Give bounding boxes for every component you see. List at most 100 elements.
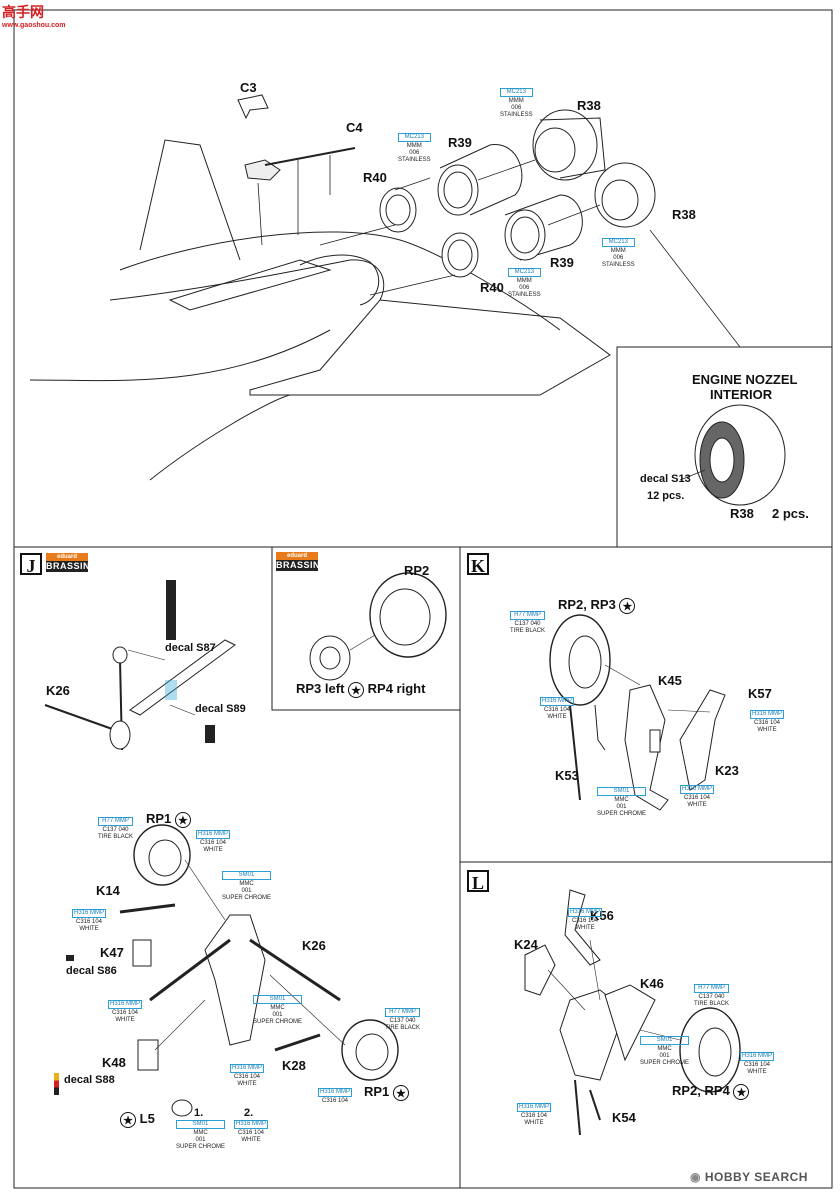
label-k46: K46 <box>640 976 664 991</box>
step-1: 1. <box>194 1107 204 1119</box>
paint-brand: MMM <box>508 98 524 104</box>
paint-number: C316 104 <box>233 1074 261 1080</box>
paint-white-lower-c: H316 MMP C316 104 WHITE <box>108 1000 143 1024</box>
watermark-url: www.gaoshou.com <box>2 22 66 29</box>
paint-code: SM01 <box>253 995 303 1004</box>
paint-number: 001 <box>272 1012 283 1018</box>
brassin-top: eduard <box>46 553 88 561</box>
paint-brand: MMC <box>657 1046 672 1052</box>
star-icon: ★ <box>392 1084 409 1101</box>
label-k24: K24 <box>514 937 538 952</box>
paint-code: H316 MMP <box>72 909 107 918</box>
paint-chrome-k: SM01 MMC 001 SUPER CHROME <box>597 787 647 818</box>
label-decal-s86: decal S86 <box>66 965 117 977</box>
paint-white-k2: H316 MMP C316 104 WHITE <box>750 710 785 734</box>
paint-code: H316 MMP <box>750 710 785 719</box>
paint-name: STAINLESS <box>602 262 635 268</box>
label-rp1-top-text: RP1 <box>146 811 172 826</box>
inset-part: R38 <box>730 506 754 521</box>
paint-name: WHITE <box>575 925 595 931</box>
paint-name: WHITE <box>524 1120 544 1126</box>
paint-code: H316 MMP <box>540 697 575 706</box>
label-k54: K54 <box>612 1110 636 1125</box>
paint-number: 001 <box>241 888 252 894</box>
paint-number: C316 104 <box>543 707 571 713</box>
paint-white-rp1-bottom: H316 MMP C316 104 <box>318 1088 353 1105</box>
label-k26-lower: K26 <box>302 938 326 953</box>
paint-code: H77 MMP <box>385 1008 421 1017</box>
brassin-top: eduard <box>276 552 318 560</box>
paint-name: WHITE <box>203 847 223 853</box>
star-icon: ★ <box>174 811 191 828</box>
paint-code: H77 MMP <box>98 817 134 826</box>
label-r40-upper: R40 <box>363 170 387 185</box>
paint-code: H316 MMP <box>680 785 715 794</box>
paint-white-l1: H316 MMP C316 104 WHITE <box>568 908 603 932</box>
paint-name: STAINLESS <box>508 292 541 298</box>
paint-number: C316 104 <box>743 1062 771 1068</box>
label-r40-lower: R40 <box>480 280 504 295</box>
paint-white-lower-e: H316 MMP C316 104 WHITE <box>234 1120 269 1144</box>
label-r38-upper: R38 <box>577 98 601 113</box>
star-icon: ★ <box>619 597 636 614</box>
paint-name: WHITE <box>79 926 99 932</box>
paint-code: H316 MMP <box>318 1088 353 1097</box>
paint-code: H316 MMP <box>108 1000 143 1009</box>
paint-code: SM01 <box>222 871 272 880</box>
paint-white-lower-d: H316 MMP C316 104 WHITE <box>230 1064 265 1088</box>
paint-code: H316 MMP <box>196 830 231 839</box>
paint-brand: MMC <box>193 1130 208 1136</box>
paint-code: H77 MMP <box>510 611 546 620</box>
hobbysearch-logo-icon: ◉ <box>690 1170 701 1184</box>
paint-tire-k: H77 MMP C137 040 TIRE BLACK <box>510 611 546 635</box>
paint-name: SUPER CHROME <box>253 1019 303 1025</box>
paint-code: H316 MMP <box>234 1120 269 1129</box>
label-l5: ★ L5 <box>120 1111 155 1128</box>
label-rp2-rp3: RP2, RP3 ★ <box>558 597 636 614</box>
inset-title-line2: INTERIOR <box>710 387 773 402</box>
paint-chrome-lower-b: SM01 MMC 001 SUPER CHROME <box>253 995 303 1026</box>
paint-number: C137 040 <box>389 1018 416 1024</box>
paint-number: C137 040 <box>102 827 129 833</box>
label-k48: K48 <box>102 1055 126 1070</box>
paint-white-lower-a: H316 MMP C316 104 WHITE <box>196 830 231 854</box>
paint-number: C316 104 <box>321 1098 349 1104</box>
inset-part-qty: 2 pcs. <box>772 506 809 521</box>
paint-name: WHITE <box>237 1081 257 1087</box>
paint-white-k3: H316 MMP C316 104 WHITE <box>680 785 715 809</box>
paint-name: WHITE <box>547 714 567 720</box>
paint-brand: MMM <box>516 278 532 284</box>
hobbysearch-watermark: ◉ HOBBY SEARCH <box>690 1170 808 1184</box>
paint-brand: MMC <box>614 797 629 803</box>
paint-tire-lower-a: H77 MMP C137 040 TIRE BLACK <box>98 817 134 841</box>
label-rp1-bottom-text: RP1 <box>364 1084 390 1099</box>
paint-code: MC213 <box>398 133 431 142</box>
paint-name: WHITE <box>687 802 707 808</box>
decal-swatch-s86 <box>66 955 74 961</box>
label-c4: C4 <box>346 120 363 135</box>
paint-code: H77 MMP <box>694 984 730 993</box>
section-letter-l: L <box>467 870 489 893</box>
label-decal-s87: decal S87 <box>165 642 216 654</box>
paint-name: WHITE <box>757 727 777 733</box>
paint-code: H316 MMP <box>230 1064 265 1073</box>
paint-code: H316 MMP <box>517 1103 552 1112</box>
star-icon: ★ <box>120 1111 136 1128</box>
paint-chrome-lower-c: SM01 MMC 001 SUPER CHROME <box>176 1120 226 1151</box>
caption-rp3-rp4: RP3 left ★ RP4 right <box>296 681 425 698</box>
label-rp1-top: RP1 ★ <box>146 811 191 828</box>
label-r39-upper: R39 <box>448 135 472 150</box>
paint-name: TIRE BLACK <box>385 1025 421 1031</box>
star-icon: ★ <box>348 681 365 698</box>
paint-brand: MMC <box>270 1005 285 1011</box>
paint-name: SUPER CHROME <box>176 1144 226 1150</box>
decal-swatch-s88 <box>54 1073 59 1095</box>
paint-number: C316 104 <box>683 795 711 801</box>
label-decal-s88: decal S88 <box>64 1074 115 1086</box>
paint-name: TIRE BLACK <box>694 1001 730 1007</box>
paint-callout-3: MC213 MMM 006 STAINLESS <box>602 238 635 269</box>
paint-number: 006 <box>511 105 522 111</box>
brassin-logo-j: eduard BRASSIN <box>46 553 90 572</box>
paint-number: 001 <box>616 804 627 810</box>
paint-callout-2: MC213 MMM 006 STAINLESS <box>398 133 431 164</box>
